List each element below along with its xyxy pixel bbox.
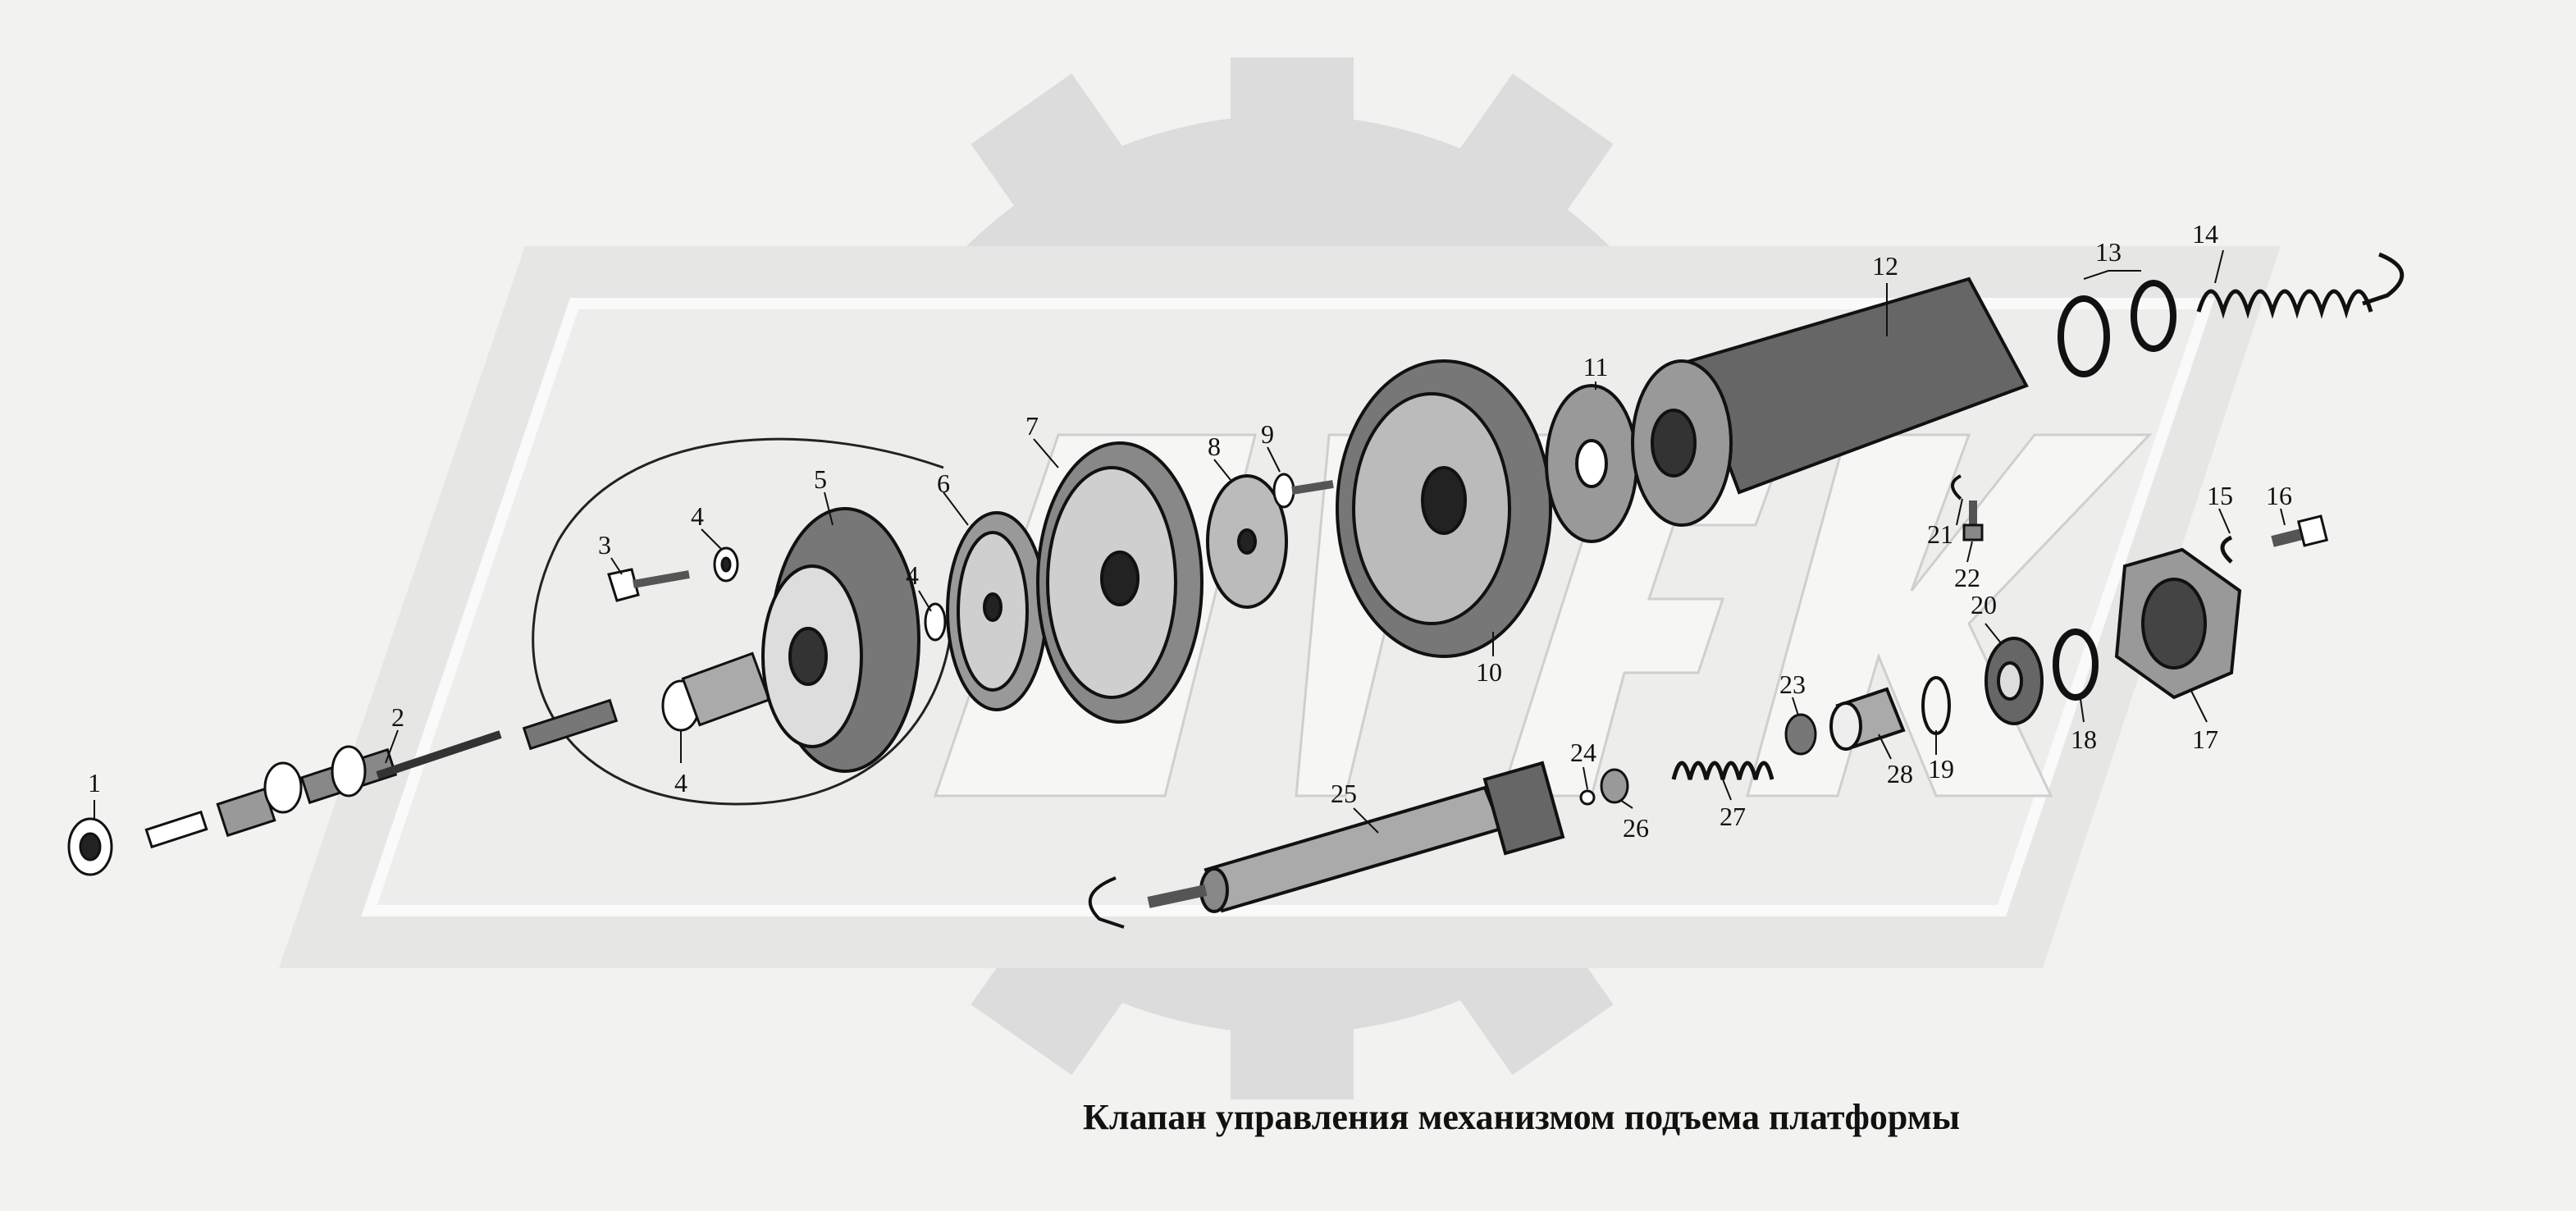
part-9-screw bbox=[1272, 473, 1334, 509]
part-3-bolt bbox=[607, 568, 690, 602]
part-28-cage bbox=[1829, 687, 1906, 751]
part-8-disc bbox=[1206, 474, 1288, 609]
callout-19: 19 bbox=[1928, 754, 1954, 784]
callout-23: 23 bbox=[1779, 669, 1806, 699]
part-23-nut bbox=[1784, 713, 1817, 756]
callout-12: 12 bbox=[1872, 251, 1898, 281]
part-13-rings bbox=[2058, 280, 2176, 377]
callout-21: 21 bbox=[1927, 519, 1953, 549]
part-17-flange bbox=[2114, 547, 2242, 700]
diagram-caption: Клапан управления механизмом подъема пла… bbox=[1083, 1097, 1961, 1137]
part-11-disc bbox=[1545, 384, 1638, 543]
callout-18: 18 bbox=[2071, 724, 2097, 754]
callout-6: 6 bbox=[937, 468, 950, 498]
part-24-ball bbox=[1579, 789, 1596, 806]
callout-13: 13 bbox=[2095, 237, 2122, 267]
part-26-washer bbox=[1600, 768, 1629, 804]
callout-27: 27 bbox=[1720, 802, 1746, 831]
callout-8: 8 bbox=[1208, 432, 1221, 461]
callout-3: 3 bbox=[598, 530, 611, 560]
callout-26: 26 bbox=[1623, 813, 1649, 843]
callout-15: 15 bbox=[2207, 481, 2233, 510]
part-4-washers bbox=[661, 546, 947, 732]
callout-24: 24 bbox=[1570, 738, 1596, 767]
callout-1: 1 bbox=[88, 768, 101, 797]
callout-11: 11 bbox=[1583, 352, 1609, 382]
part-25-stem bbox=[1088, 761, 1565, 929]
callout-22: 22 bbox=[1954, 563, 1980, 592]
callout-10: 10 bbox=[1476, 657, 1502, 687]
part-1-nut bbox=[67, 817, 113, 876]
part-21-clip bbox=[1951, 474, 1962, 500]
part-14-spring bbox=[2196, 252, 2405, 319]
callout-4: 4 bbox=[691, 501, 704, 531]
leader-loop bbox=[532, 437, 953, 806]
callout-7: 7 bbox=[1025, 411, 1039, 441]
part-20-nut bbox=[1985, 637, 2044, 725]
callout-4: 4 bbox=[906, 560, 919, 590]
callout-4: 4 bbox=[674, 768, 687, 797]
part-12-cylinder bbox=[1631, 276, 2029, 527]
part-15-clip bbox=[2220, 535, 2233, 564]
callout-5: 5 bbox=[814, 464, 827, 494]
callout-16: 16 bbox=[2266, 481, 2292, 510]
callout-14: 14 bbox=[2192, 219, 2218, 249]
part-16-bolt bbox=[2271, 514, 2329, 547]
callout-17: 17 bbox=[2192, 724, 2218, 754]
callout-20: 20 bbox=[1971, 590, 1997, 619]
part-22-screw bbox=[1962, 500, 1984, 542]
part-18-ring bbox=[2053, 628, 2099, 701]
part-5-cover bbox=[761, 507, 920, 773]
part-2-rod bbox=[144, 698, 619, 849]
leader-lines bbox=[94, 249, 2286, 834]
part-7-housing bbox=[1036, 441, 1204, 724]
part-10-body bbox=[1336, 359, 1552, 658]
callout-9: 9 bbox=[1261, 419, 1274, 449]
callout-25: 25 bbox=[1331, 779, 1357, 808]
callout-28: 28 bbox=[1887, 759, 1913, 788]
part-6-gasket bbox=[946, 511, 1048, 711]
callout-2: 2 bbox=[391, 702, 404, 732]
